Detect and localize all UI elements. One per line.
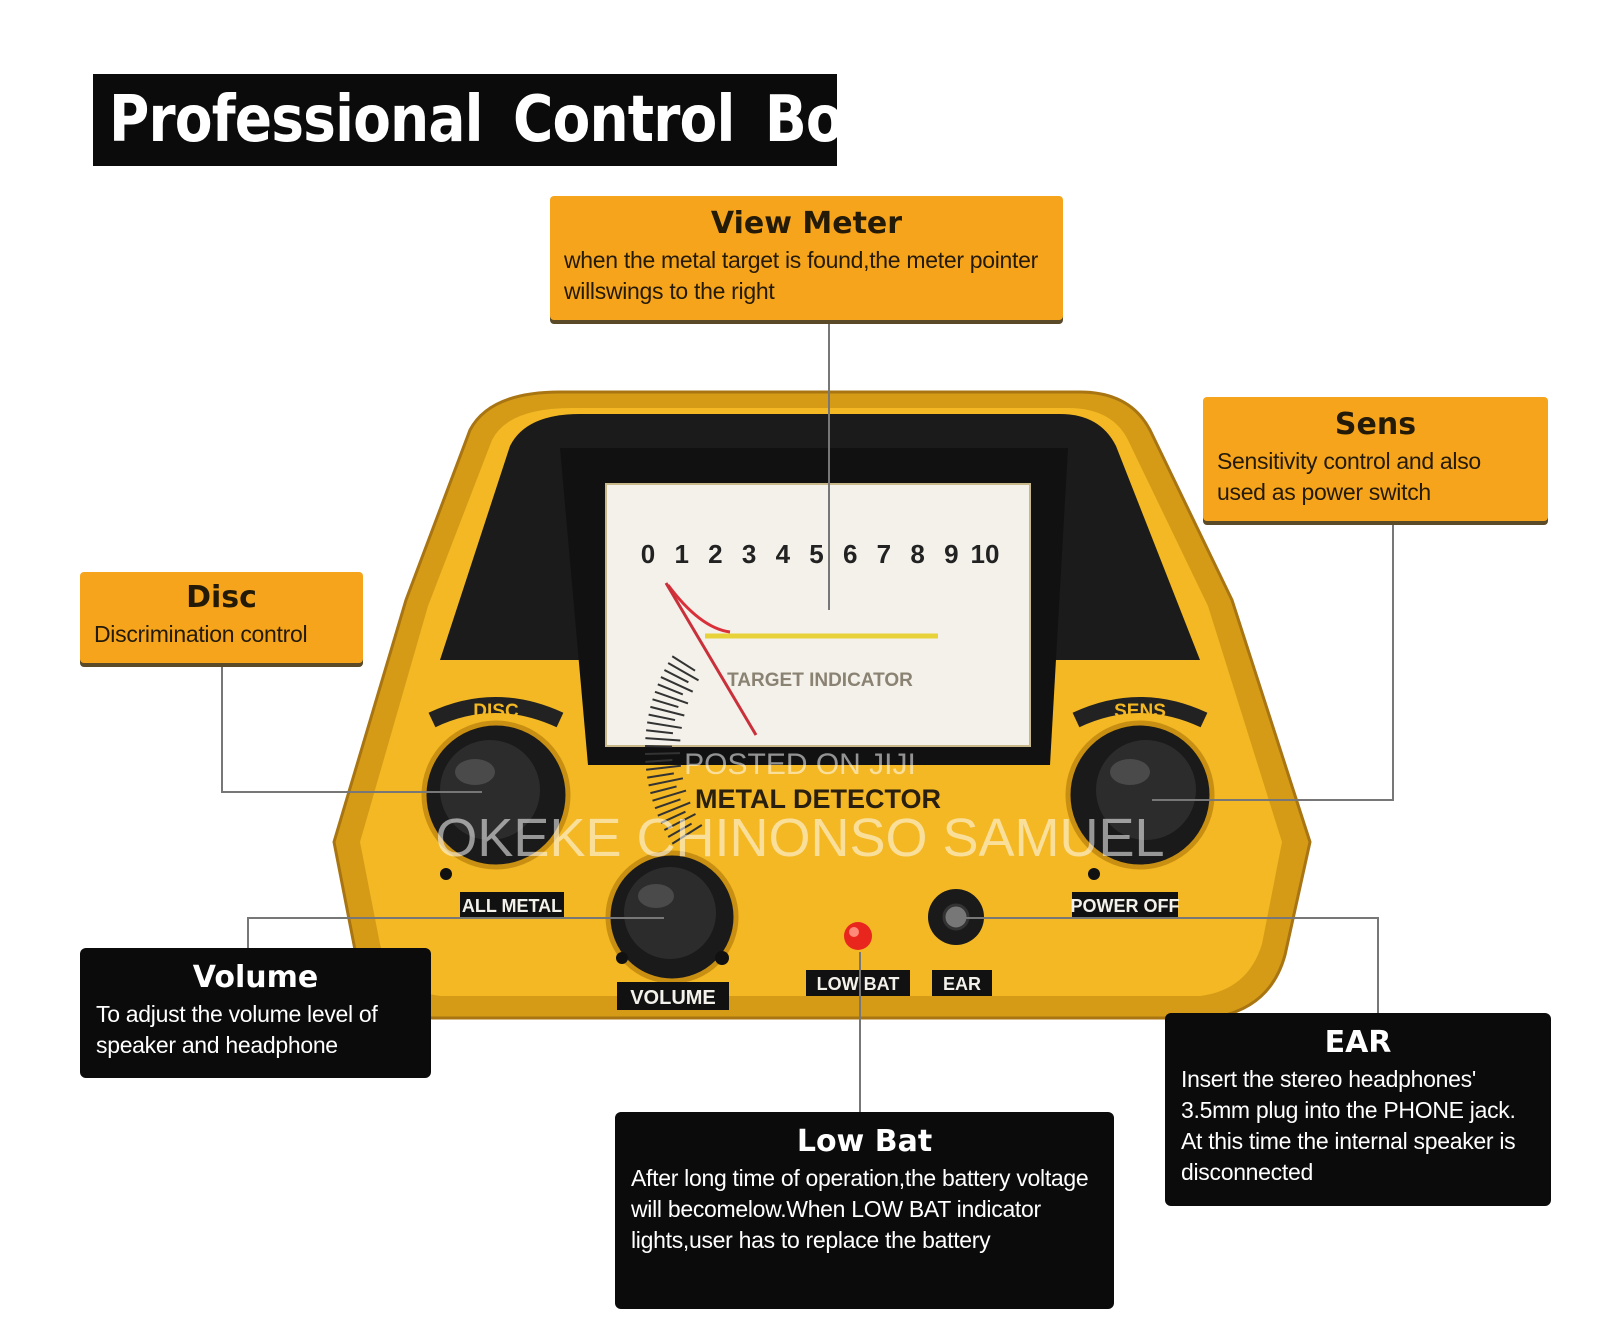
meter-tick	[646, 729, 674, 735]
meter-tick	[648, 713, 676, 722]
volume-knob	[624, 867, 716, 959]
sens-knob-label: SENS	[1114, 701, 1166, 722]
callout-view-meter: View Meter when the metal target is foun…	[550, 196, 1063, 320]
meter-tick	[660, 810, 686, 824]
meter-scale-number: 5	[809, 539, 823, 569]
meter-tick	[657, 683, 684, 696]
disc-knob-label: DISC	[473, 701, 519, 722]
meter-tick	[671, 824, 703, 845]
title-banner: Professional Control Box	[93, 74, 878, 166]
meter-scale-number: 6	[843, 539, 857, 569]
callout-description: Insert the stereo headphones' 3.5mm plug…	[1181, 1066, 1516, 1185]
callout-sens: Sens Sensitivity control and also used a…	[1203, 397, 1548, 521]
low-bat-led	[844, 922, 872, 950]
low-bat-label: LOW BAT	[817, 974, 900, 994]
callout-low-bat: Low Bat After long time of operation,the…	[615, 1112, 1114, 1309]
callout-title: Low Bat	[796, 1124, 933, 1159]
meter-scale-number: 3	[742, 539, 756, 569]
callout-title: Volume	[192, 960, 319, 995]
meter-tick	[663, 813, 696, 831]
callout-description: After long time of operation,the battery…	[631, 1165, 1089, 1253]
meter-face	[605, 483, 1031, 747]
meter-tick	[645, 745, 673, 748]
meter-tick	[654, 690, 689, 705]
meter-scale-number: 2	[708, 539, 722, 569]
meter-tick	[645, 737, 681, 742]
power-off-label-bg	[1072, 892, 1178, 918]
callout-title: Disc	[186, 580, 257, 615]
meter-pointer	[664, 582, 758, 736]
meter-scale-number: 7	[877, 539, 891, 569]
meter-red-band	[666, 584, 731, 634]
meter-tick	[645, 759, 673, 763]
meter-tick	[660, 676, 694, 693]
callout-volume: Volume To adjust the volume level of spe…	[80, 948, 431, 1078]
meter-tick	[667, 822, 693, 838]
callout-description: Sensitivity control and also used as pow…	[1217, 448, 1481, 505]
meter-tick	[647, 772, 675, 779]
meter-tick	[650, 785, 677, 795]
callout-title: EAR	[1324, 1025, 1392, 1060]
meter-tick	[657, 801, 691, 817]
meter-scale-number: 9	[944, 539, 958, 569]
meter-scale-number: 10	[971, 539, 1000, 569]
watermark-line1: POSTED ON JIJI	[684, 748, 916, 781]
meter-tick	[663, 669, 689, 684]
meter-tick	[648, 777, 684, 787]
meter-target-label: TARGET INDICATOR	[727, 670, 913, 691]
meter-scale-number: 4	[776, 539, 791, 569]
volume-label: VOLUME	[630, 987, 716, 1009]
meter-tick	[671, 655, 696, 672]
meter-scale-number: 1	[674, 539, 688, 569]
ear-label: EAR	[943, 974, 981, 994]
callout-description: when the metal target is found,the meter…	[564, 247, 1038, 304]
leader-lines	[221, 322, 1394, 1112]
brand-label: METAL DETECTOR	[695, 784, 941, 814]
meter-tick	[646, 764, 682, 771]
callout-disc: Disc Discrimination control	[80, 572, 363, 663]
sens-knob-arc	[1072, 697, 1208, 728]
volume-label-bg	[617, 982, 729, 1010]
meter-tick	[645, 752, 681, 755]
power-off-label: POWER OFF	[1071, 896, 1180, 916]
meter-tick	[647, 721, 682, 729]
callout-ear: EAR Insert the stereo headphones' 3.5mm …	[1165, 1013, 1551, 1206]
ear-label-bg	[932, 970, 992, 996]
callout-description: Discrimination control	[94, 621, 308, 647]
callout-title: Sens	[1334, 407, 1417, 442]
meter-scale-number: 0	[641, 539, 655, 569]
disc-knob-arc	[428, 697, 564, 728]
meter-scale-number: 8	[910, 539, 924, 569]
meter-tick	[667, 662, 700, 682]
all-metal-label-bg	[460, 892, 564, 918]
meter-tick	[650, 705, 685, 717]
meter-tick	[652, 789, 687, 802]
page-title: Professional Control Box	[109, 83, 878, 157]
watermark-line2: OKEKE CHINONSO SAMUEL	[435, 808, 1164, 868]
callout-title: View Meter	[710, 206, 903, 241]
meter-tick	[652, 698, 679, 709]
callout-description: To adjust the volume level of speaker an…	[96, 1001, 378, 1058]
meter-tick	[654, 798, 681, 810]
low-bat-label-bg	[806, 970, 910, 996]
all-metal-label: ALL METAL	[462, 896, 562, 916]
